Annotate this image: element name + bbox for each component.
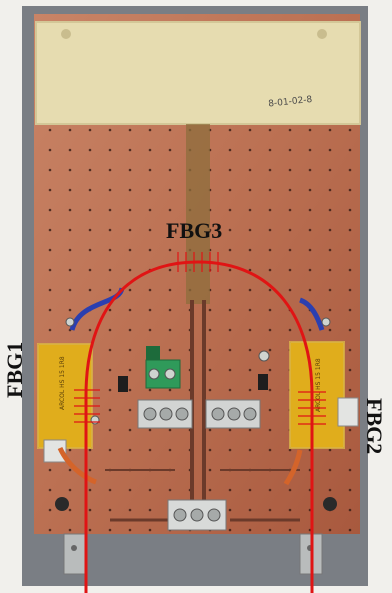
blue-wire-right <box>298 297 325 331</box>
fbg2-label: FBG2 <box>362 398 387 455</box>
fbg1-grating-marks <box>74 389 100 423</box>
mount-leg-left <box>63 533 87 575</box>
heater-resistor-right: ARCOL HS 15 1R8 <box>289 341 345 449</box>
svg-text:ARCOL HS 15 1R8: ARCOL HS 15 1R8 <box>59 356 66 410</box>
fbg2-grating-marks <box>298 391 326 425</box>
screw-terminal-left <box>137 399 193 429</box>
fbg3-label: FBG3 <box>166 218 223 243</box>
masking-tape <box>36 22 360 124</box>
screw-terminal-bottom <box>167 499 227 531</box>
svg-text:ARCOL HS 15 1R8: ARCOL HS 15 1R8 <box>315 358 322 412</box>
handwritten-note: 8-01-02-8 <box>268 95 313 110</box>
screw-terminal-right <box>205 399 261 429</box>
orange-wire-right <box>283 449 303 486</box>
heater-resistor-left: ARCOL HS 15 1R8 <box>37 343 93 449</box>
optical-fiber <box>84 260 314 593</box>
center-trace <box>186 124 210 304</box>
fbg1-label: FBG1 <box>2 341 27 398</box>
orange-wire-left <box>57 446 97 485</box>
fbg3-grating-marks <box>177 252 219 272</box>
